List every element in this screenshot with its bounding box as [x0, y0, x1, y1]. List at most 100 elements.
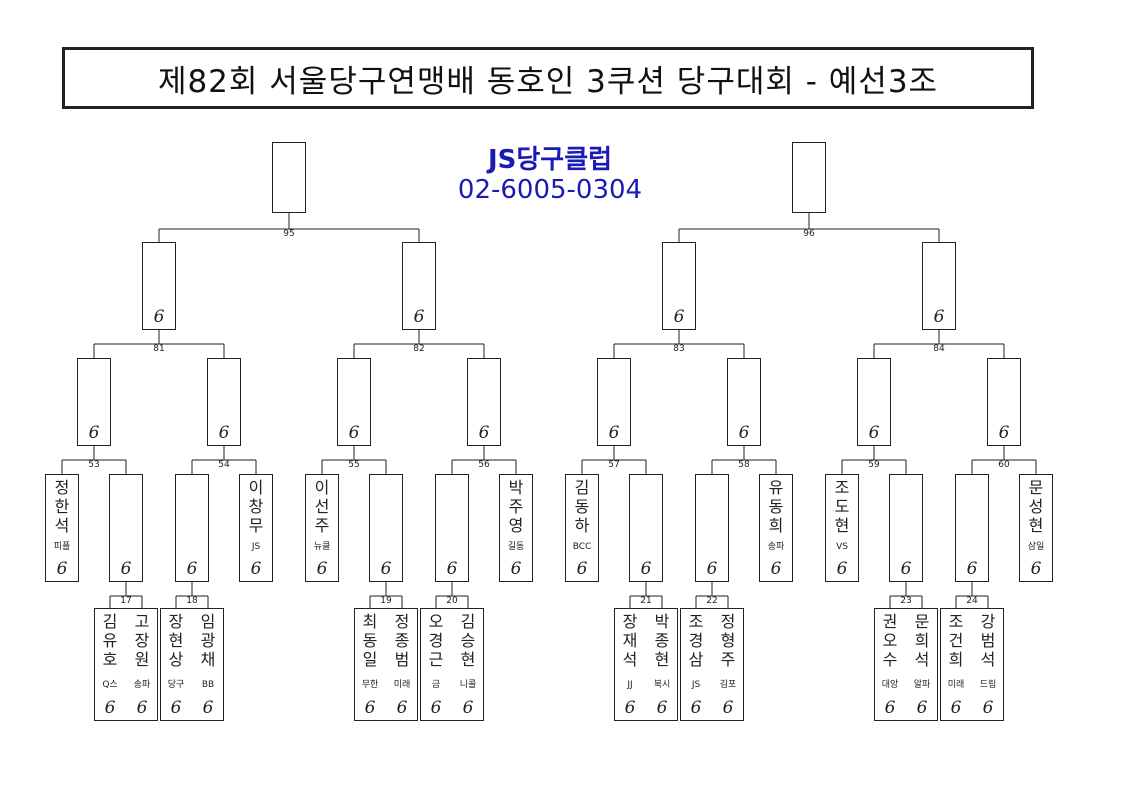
name-char: 현 [1028, 516, 1044, 535]
name-char: 조 [688, 612, 704, 631]
name-char: 현 [834, 516, 850, 535]
seed-box [825, 474, 859, 582]
player-club: JS [691, 680, 701, 690]
name-char: 희 [948, 650, 964, 669]
name-char: 창 [248, 497, 264, 516]
match-number: 82 [413, 344, 425, 354]
quarter-box [727, 358, 761, 446]
match-number: 20 [446, 596, 458, 606]
name-char: 영 [508, 516, 524, 535]
name-char: 유 [102, 631, 118, 650]
match-number: 81 [153, 344, 165, 354]
player-club: 김포 [719, 680, 737, 690]
score-mark: 6 [916, 698, 928, 718]
score-mark: 6 [56, 559, 68, 579]
match-box [614, 608, 678, 721]
match-number: 95 [283, 229, 295, 239]
player-club: 삼일 [1027, 542, 1045, 552]
name-char: 원 [134, 650, 150, 669]
quarter-box [337, 358, 371, 446]
match-number: 83 [673, 344, 685, 354]
name-char: 장 [168, 612, 184, 631]
name-char: 하 [574, 516, 590, 535]
name-char: 정 [394, 612, 410, 631]
winner-slot-box [629, 474, 663, 582]
name-char: 이 [314, 478, 330, 497]
name-char: 박 [508, 478, 524, 497]
score-mark: 6 [576, 559, 588, 579]
name-char: 석 [980, 650, 996, 669]
name-char: 주 [720, 650, 736, 669]
sponsor-block: JS당구클럽 02-6005-0304 [420, 145, 680, 205]
name-char: 호 [102, 650, 118, 669]
winner-slot-box [955, 474, 989, 582]
final-box [272, 142, 306, 213]
score-mark: 6 [120, 559, 132, 579]
score-mark: 6 [316, 559, 328, 579]
score-mark: 6 [88, 423, 100, 443]
match-number: 56 [478, 460, 490, 470]
player-club: 드림 [979, 680, 997, 690]
match-number: 19 [380, 596, 392, 606]
score-mark: 6 [1030, 559, 1042, 579]
seed-box [565, 474, 599, 582]
name-char: 종 [394, 631, 410, 650]
match-number: 21 [640, 596, 652, 606]
name-char: 선 [314, 497, 330, 516]
semifinal-box [662, 242, 696, 330]
score-mark: 6 [136, 698, 148, 718]
score-mark: 6 [462, 698, 474, 718]
name-char: 재 [622, 631, 638, 650]
name-char: 김 [574, 478, 590, 497]
sponsor-name: JS당구클럽 [487, 145, 613, 175]
score-mark: 6 [608, 423, 620, 443]
seed-box [1019, 474, 1053, 582]
score-mark: 6 [510, 559, 522, 579]
player-club: JS [251, 542, 261, 552]
name-char: 근 [428, 650, 444, 669]
match-box [94, 608, 158, 721]
page-title: 제82회 서울당구연맹배 동호인 3쿠션 당구대회 - 예선3조 [62, 47, 1034, 109]
score-mark: 6 [202, 698, 214, 718]
score-mark: 6 [982, 698, 994, 718]
quarter-box [597, 358, 631, 446]
name-char: 동 [362, 631, 378, 650]
name-char: 일 [362, 650, 378, 669]
match-number: 60 [998, 460, 1010, 470]
score-mark: 6 [950, 698, 962, 718]
score-mark: 6 [396, 698, 408, 718]
score-mark: 6 [104, 698, 116, 718]
name-char: 삼 [688, 650, 704, 669]
score-mark: 6 [186, 559, 198, 579]
player-club: VS [836, 542, 848, 552]
score-mark: 6 [690, 698, 702, 718]
match-number: 58 [738, 460, 750, 470]
name-char: 김 [460, 612, 476, 631]
score-mark: 6 [430, 698, 442, 718]
seed-box [239, 474, 273, 582]
player-club: 니콜 [459, 680, 477, 690]
name-char: 이 [248, 478, 264, 497]
name-char: 동 [574, 497, 590, 516]
name-char: 석 [914, 650, 930, 669]
name-char: 조 [834, 478, 850, 497]
match-box [160, 608, 224, 721]
score-mark: 6 [722, 698, 734, 718]
score-mark: 6 [770, 559, 782, 579]
name-char: 도 [834, 497, 850, 516]
name-char: 채 [200, 650, 216, 669]
quarter-box [207, 358, 241, 446]
match-number: 54 [218, 460, 230, 470]
